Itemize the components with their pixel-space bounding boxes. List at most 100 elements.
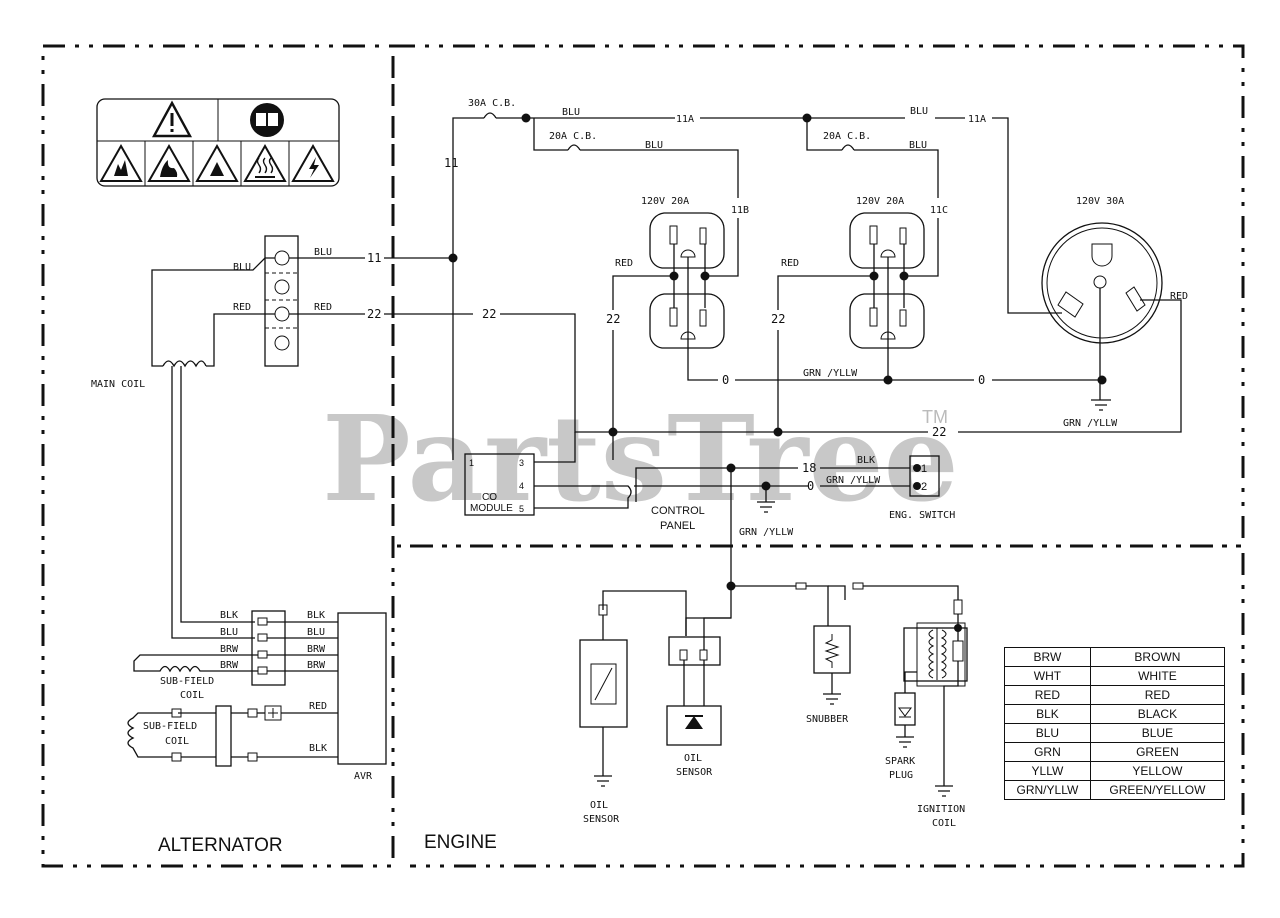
legend-code: WHT: [1004, 666, 1091, 686]
explosion-hazard-icon: [99, 143, 143, 182]
wire-22-outlet-left: [612, 275, 674, 310]
legend-code: YLLW: [1004, 761, 1091, 781]
avr-label: AVR: [354, 771, 373, 782]
label-22-outlet-left: 22: [606, 312, 620, 326]
sub-field-2-pin-bottom: [171, 752, 182, 762]
label-red-avr: RED: [309, 701, 327, 712]
read-manual-icon: [250, 103, 284, 137]
watermark: PartsTree: [322, 389, 959, 528]
oil-sensor-1-label-a: OIL: [590, 800, 608, 811]
label-blu-term: BLU: [314, 247, 332, 258]
label-brw-avr-2: BRW: [307, 660, 326, 671]
wire-18-a: [635, 467, 798, 502]
wire-22-main: [500, 313, 928, 433]
label-18: 18: [802, 461, 816, 475]
avr: [337, 612, 387, 765]
label-red-outlet-middle: RED: [781, 258, 799, 269]
label-22-twistlock: 22: [932, 425, 946, 439]
sub-field-coil-1-label-a: SUB-FIELD: [160, 676, 214, 687]
label-blu-11b: BLU: [645, 140, 663, 151]
co-pin-1: 1: [469, 458, 474, 468]
label-red-term: RED: [314, 302, 332, 313]
sub-field-coil-1-label-b: COIL: [180, 690, 204, 701]
legend-code: BRW: [1004, 647, 1091, 667]
label-11-vert: 11: [444, 156, 458, 170]
outlet-120v-30a-twistlock: [1041, 222, 1163, 344]
label-grn-yllw-twistlock: GRN /YLLW: [1063, 418, 1118, 429]
label-22-term: 22: [367, 307, 381, 321]
warning-triangle-icon: [151, 100, 193, 138]
label-blu-11a-a: BLU: [562, 107, 580, 118]
label-0-ground: 0: [722, 373, 729, 387]
label-0-switch: 0: [807, 479, 814, 493]
alternator-label: ALTERNATOR: [158, 835, 283, 856]
legend-code: GRN: [1004, 742, 1091, 762]
avr-connector-block: [251, 610, 286, 686]
wire-11-vertical: [452, 117, 484, 460]
label-22-main: 22: [482, 307, 496, 321]
legend-color-name: RED: [1089, 685, 1226, 705]
wire-coil-avr-blk: [180, 366, 255, 623]
oil-sensor-2: [666, 617, 731, 746]
label-brw-avr-1: BRW: [307, 644, 326, 655]
label-11a-a: 11A: [676, 114, 694, 125]
label-red-coil: RED: [233, 302, 251, 313]
label-blu-coil: BLU: [233, 262, 251, 273]
legend-code: RED: [1004, 685, 1091, 705]
ground-icon-twistlock: [1091, 399, 1111, 411]
label-11c: 11C: [930, 205, 948, 216]
oil-sensor-1-label-b: SENSOR: [583, 814, 620, 825]
ground-icon-panel: [757, 486, 775, 513]
wire-twistlock-red: [958, 299, 1182, 433]
co-module-label-1: CO: [482, 492, 497, 503]
hot-surface-icon: [243, 143, 287, 182]
legend-color-name: BROWN: [1089, 647, 1226, 667]
outlet-middle-rating: 120V 20A: [856, 196, 904, 207]
label-red-outlet-left: RED: [615, 258, 633, 269]
legend-color-name: BLACK: [1089, 704, 1226, 724]
co-pin-3: 3: [519, 458, 524, 468]
wire-snubber: [806, 585, 829, 626]
watermark-tm: TM: [922, 407, 948, 427]
alternator-frame: [41, 44, 395, 868]
label-11-term: 11: [367, 251, 381, 265]
control-panel-label-1: CONTROL: [651, 505, 705, 517]
wire-11b-c: [705, 218, 739, 277]
eng-switch-label: ENG. SWITCH: [889, 510, 955, 521]
control-panel-label-2: PANEL: [660, 520, 695, 532]
wire-11a-d: [992, 117, 1062, 314]
label-blu-avr: BLU: [307, 627, 325, 638]
label-grn-yllw-ground: GRN /YLLW: [803, 368, 858, 379]
label-11a-b: 11A: [968, 114, 986, 125]
engine-switch: [909, 455, 940, 497]
label-blk-avr-bottom: BLK: [309, 743, 327, 754]
outlet-left-rating: 120V 20A: [641, 196, 689, 207]
sub-field-coil-2-label-b: COIL: [165, 736, 189, 747]
sub-field-connector: [215, 705, 232, 767]
engine-frame: [410, 544, 1245, 868]
wire-coil-avr-blu: [171, 366, 255, 639]
switch-pin-1: 1: [921, 463, 927, 475]
spark-plug: [894, 692, 916, 748]
label-brw-avr-in-2: BRW: [220, 660, 239, 671]
main-coil-icon: [162, 360, 207, 368]
breaker-20a-left-label: 20A C.B.: [549, 131, 597, 142]
snubber: [795, 582, 851, 705]
breaker-30a-label: 30A C.B.: [468, 98, 516, 109]
main-coil-label: MAIN COIL: [91, 379, 145, 390]
ignition-coil: [852, 582, 968, 797]
label-brw-avr-in-1: BRW: [220, 644, 239, 655]
breaker-20a-left-icon: [567, 144, 581, 151]
outlet-120v-20a-middle: [849, 212, 925, 349]
outlet-120v-20a-left: [649, 212, 725, 349]
sub-field-coil-2: [127, 712, 172, 758]
label-blu-avr-in: BLU: [220, 627, 238, 638]
